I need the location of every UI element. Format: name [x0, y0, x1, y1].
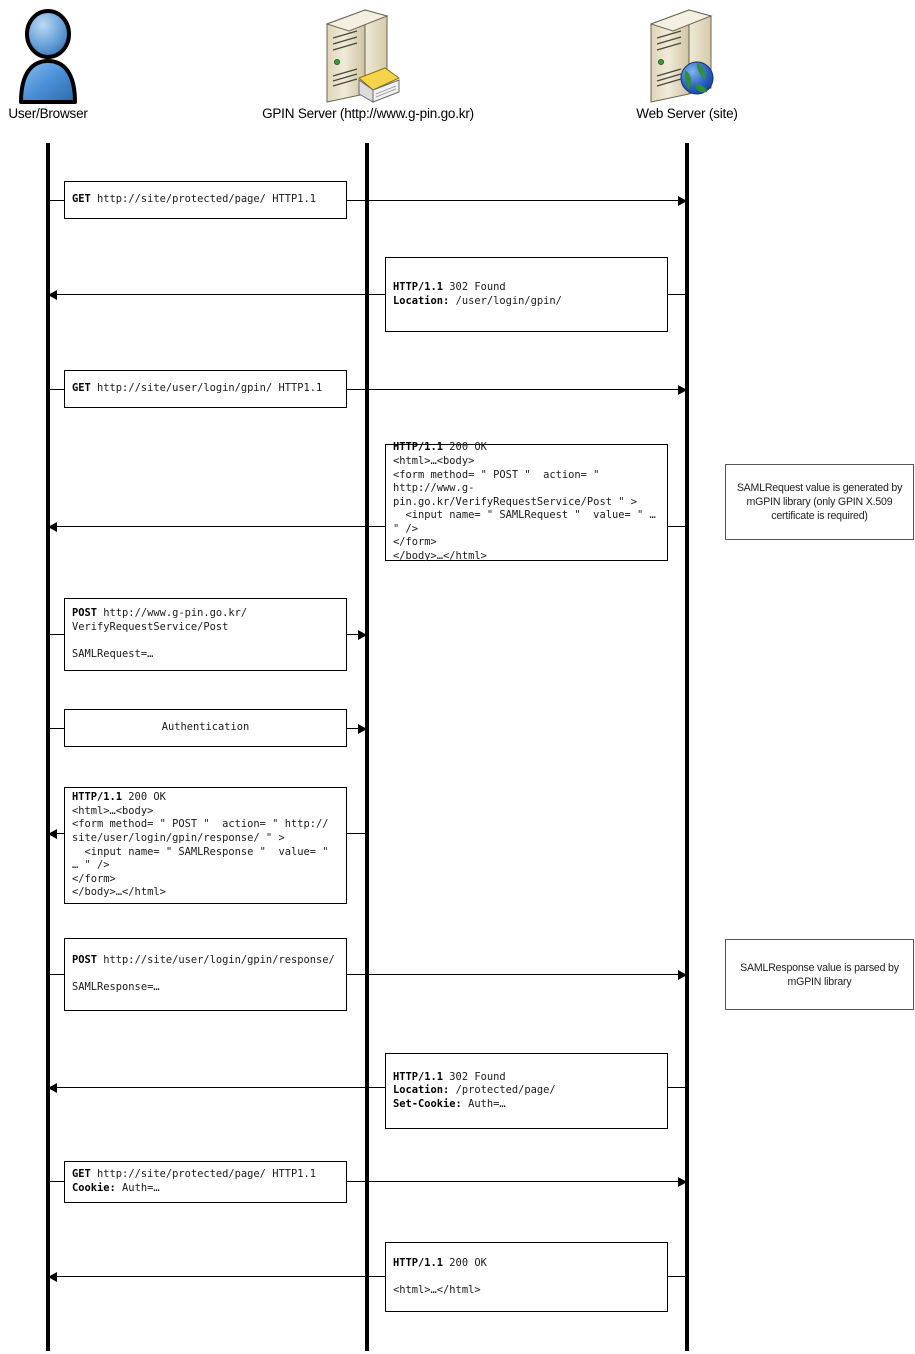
server-tower-with-printer-icon-svg — [325, 9, 400, 103]
arrow-head-get-protected-page-with-cookie — [678, 1177, 687, 1187]
message-line: SAMLResponse=… — [72, 981, 160, 994]
message-text: POST http://site/user/login/gpin/respons… — [72, 945, 339, 1004]
message-text: GET http://site/user/login/gpin/ HTTP1.1 — [72, 377, 339, 401]
message-line: </form> — [72, 872, 116, 885]
message-line — [72, 968, 339, 982]
actor-user-label: User/Browser — [8, 106, 88, 121]
arrow-head-post-samlresponse-to-site — [678, 970, 687, 980]
arrow-line-get-protected-page-with-cookie — [48, 1181, 687, 1182]
message-line — [72, 635, 339, 649]
arrow-line-get-gpin-login-request — [48, 389, 687, 390]
message-line: HTTP/1.1 200 OK — [393, 1256, 487, 1269]
message-line: <input name= " SAMLRequest " value= " … … — [393, 509, 663, 535]
lifeline-web-server — [685, 143, 689, 1351]
message-line: GET http://site/protected/page/ HTTP1.1 — [72, 193, 316, 206]
message-line: <html>…<body> — [393, 454, 475, 467]
message-line: Set-Cookie: Auth=… — [393, 1097, 506, 1110]
note-text: SAMLResponse value is parsed by mGPIN li… — [740, 961, 899, 988]
message-line: <input name= " SAMLResponse " value= " …… — [72, 845, 335, 872]
message-line: GET http://site/user/login/gpin/ HTTP1.1 — [72, 382, 323, 395]
arrow-line-http-302-found-login-redirect — [48, 294, 687, 295]
message-line: </body>…</html> — [393, 550, 487, 563]
message-line: <form method= " POST " action= " http://… — [393, 468, 606, 495]
message-line: <html>…<body> — [72, 804, 154, 817]
message-text: HTTP/1.1 200 OK <html>…</html> — [393, 1249, 660, 1305]
server-tower-with-globe-icon-svg — [649, 9, 714, 103]
server-tower-with-globe-icon — [637, 6, 737, 106]
lifeline-user — [46, 143, 50, 1351]
message-box-post-samlresponse-to-site: POST http://site/user/login/gpin/respons… — [64, 938, 347, 1011]
message-line: HTTP/1.1 200 OK — [393, 441, 487, 454]
user-person-icon-svg — [19, 9, 77, 104]
arrow-line-get-protected-page-request — [48, 200, 687, 201]
message-box-http-200-ok-samlresponse-form: HTTP/1.1 200 OK<html>…<body><form method… — [64, 787, 347, 904]
message-line: POST http://www.g-pin.go.kr/ — [72, 607, 248, 620]
arrow-head-get-gpin-login-request — [678, 385, 687, 395]
message-line: Cookie: Auth=… — [72, 1182, 160, 1194]
arrow-head-post-samlrequest-to-gpin — [358, 630, 367, 640]
arrow-line-http-200-ok-protected-page — [48, 1276, 687, 1277]
message-line: Authentication — [161, 721, 250, 734]
message-box-http-200-ok-samlrequest-form: HTTP/1.1 200 OK<html>…<body><form method… — [385, 441, 668, 562]
message-line: </form> — [393, 536, 437, 549]
arrow-head-authentication-step — [358, 724, 367, 734]
message-line: POST http://site/user/login/gpin/respons… — [72, 954, 335, 967]
arrow-line-http-200-ok-samlrequest-form — [48, 526, 687, 527]
message-box-get-protected-page-request: GET http://site/protected/page/ HTTP1.1 — [64, 181, 347, 219]
message-line: VerifyRequestService/Post — [72, 620, 229, 633]
message-line: site/user/login/gpin/response/ " > — [72, 831, 285, 844]
arrow-head-get-protected-page-request — [678, 196, 687, 206]
arrow-head-http-302-found-set-cookie — [48, 1083, 57, 1093]
arrow-head-http-200-ok-protected-page — [48, 1272, 57, 1282]
actor-web-server: Web Server (site) — [593, 6, 781, 121]
arrow-line-http-302-found-set-cookie — [48, 1087, 687, 1088]
note-samlrequest-generation: SAMLRequest value is generated by mGPIN … — [725, 464, 914, 540]
arrow-head-http-302-found-login-redirect — [48, 290, 57, 300]
actor-gpin-server: GPIN Server (http://www.g-pin.go.kr) — [252, 6, 484, 121]
message-line: </body>…</html> — [72, 886, 166, 899]
message-text: HTTP/1.1 200 OK<html>…<body><form method… — [393, 441, 663, 562]
message-line: pin.go.kr/VerifyRequestService/Post " > — [393, 495, 637, 508]
message-line: Location: /protected/page/ — [393, 1084, 556, 1097]
message-text: HTTP/1.1 200 OK<html>…<body><form method… — [72, 791, 339, 899]
lifeline-gpin-server — [365, 143, 369, 1351]
message-box-get-gpin-login-request: GET http://site/user/login/gpin/ HTTP1.1 — [64, 370, 347, 408]
message-line: HTTP/1.1 200 OK — [72, 791, 166, 804]
arrow-head-http-200-ok-samlresponse-form — [48, 829, 57, 839]
arrow-head-http-200-ok-samlrequest-form — [48, 522, 57, 532]
message-line: GET http://site/protected/page/ HTTP1.1 — [72, 1168, 316, 1181]
note-text: SAMLRequest value is generated by mGPIN … — [736, 482, 903, 522]
arrow-line-post-samlresponse-to-site — [48, 974, 687, 975]
message-line — [393, 1270, 660, 1284]
message-line: HTTP/1.1 302 Found — [393, 280, 506, 293]
message-box-post-samlrequest-to-gpin: POST http://www.g-pin.go.kr/VerifyReques… — [64, 598, 347, 671]
message-box-authentication-step: Authentication — [64, 709, 347, 747]
message-line: <html>…</html> — [393, 1283, 481, 1296]
message-line: HTTP/1.1 302 Found — [393, 1070, 506, 1083]
actor-gpin-server-label: GPIN Server (http://www.g-pin.go.kr) — [262, 106, 474, 121]
user-person-icon — [15, 6, 81, 106]
message-line: Location: /user/login/gpin/ — [393, 294, 562, 307]
message-text: POST http://www.g-pin.go.kr/VerifyReques… — [72, 605, 339, 664]
server-tower-with-printer-icon — [313, 6, 423, 106]
message-text: Authentication — [162, 721, 250, 735]
note-samlresponse-parsing: SAMLResponse value is parsed by mGPIN li… — [725, 939, 914, 1010]
actor-web-server-label: Web Server (site) — [636, 106, 738, 121]
actor-user: User/Browser — [0, 6, 96, 121]
message-text: GET http://site/protected/page/ HTTP1.1 — [72, 188, 339, 212]
message-line: <form method= " POST " action= " http:// — [72, 818, 329, 831]
message-line: SAMLRequest=… — [72, 648, 154, 661]
message-box-http-200-ok-protected-page: HTTP/1.1 200 OK <html>…</html> — [385, 1242, 668, 1312]
